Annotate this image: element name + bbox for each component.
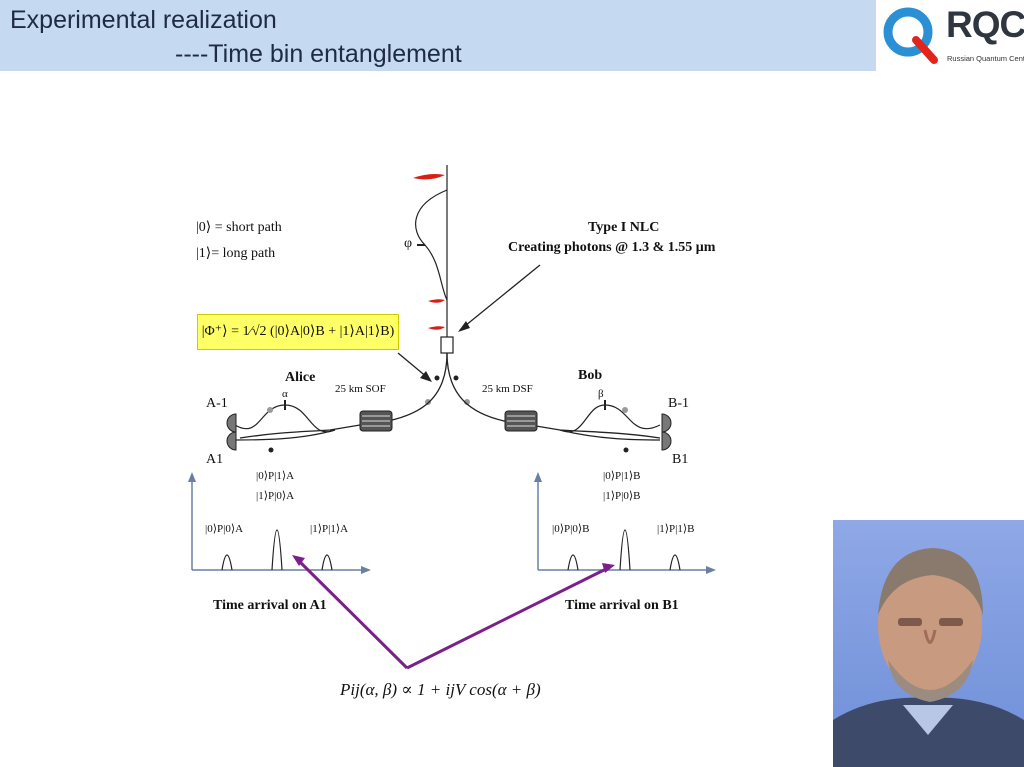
nlc-crystal xyxy=(440,336,454,354)
bob-peak-right-label: |1⟩P|1⟩B xyxy=(657,523,695,535)
basis-long-label: |1⟩= long path xyxy=(196,246,276,261)
alice-peak-center xyxy=(271,529,283,571)
alice-peak-center-bottom-label: |1⟩P|0⟩A xyxy=(256,490,295,502)
portrait-photo xyxy=(833,520,1024,767)
coincidence-formula: Pij(α, β) ∝ 1 + ijV cos(α + β) xyxy=(340,680,541,699)
state-arrow xyxy=(397,352,429,379)
detector-b-plus-label: B1 xyxy=(672,452,689,467)
source-arrow xyxy=(459,264,541,331)
beta-label: β xyxy=(598,388,604,400)
basis-short-label: |0⟩ = short path xyxy=(196,220,282,235)
rqc-logo-icon xyxy=(883,7,938,64)
alice-label: Alice xyxy=(285,370,316,385)
detector-a-plus-label: A1 xyxy=(206,452,224,467)
alpha-label: α xyxy=(282,388,288,400)
pump-phase-label: φ xyxy=(404,236,413,251)
bob-detector-minus xyxy=(661,413,672,433)
bob-fiber-label: 25 km DSF xyxy=(482,383,533,395)
alice-fiber-label: 25 km SOF xyxy=(335,383,386,395)
alice-peak-left-label: |0⟩P|0⟩A xyxy=(205,523,244,535)
alice-fiber xyxy=(239,352,448,439)
source-description: Creating photons @ 1.3 & 1.55 μm xyxy=(508,240,716,255)
pump-pulse xyxy=(428,326,445,330)
detector-a-minus-label: A-1 xyxy=(206,396,228,411)
logo-wordmark: RQC xyxy=(946,4,1024,45)
alice-detector-minus xyxy=(226,413,237,433)
bob-peak-left-label: |0⟩P|0⟩B xyxy=(552,523,590,535)
slide-subtitle: ----Time bin entanglement xyxy=(175,40,462,68)
bob-interferometer xyxy=(559,404,661,433)
detector-b-minus-label: B-1 xyxy=(668,396,689,411)
rqc-logo: RQC Russian Quantum Center xyxy=(880,2,1024,68)
alice-detector-plus xyxy=(226,431,237,451)
bob-axis-label: Time arrival on B1 xyxy=(565,598,679,613)
alice-peak-left xyxy=(221,554,233,571)
alice-correlation-arrow xyxy=(296,558,409,670)
source-title: Type I NLC xyxy=(588,220,660,235)
alice-peak-center-top-label: |0⟩P|1⟩A xyxy=(256,470,295,482)
bob-correlation-arrow xyxy=(406,566,609,670)
bob-detector-plus xyxy=(661,431,672,451)
slide-title: Experimental realization xyxy=(10,6,277,34)
bob-peak-left xyxy=(567,554,579,571)
bell-state-box: |Φ⁺⟩ = 1⁄√2 (|0⟩A|0⟩B + |1⟩A|1⟩B) xyxy=(197,314,399,350)
bob-peak-right xyxy=(669,554,681,571)
bob-label: Bob xyxy=(578,368,603,383)
title-bar: Experimental realization ----Time bin en… xyxy=(0,0,876,71)
alice-axis-label: Time arrival on A1 xyxy=(213,598,327,613)
alice-peak-right xyxy=(321,554,333,571)
portrait-image xyxy=(833,520,1024,767)
pump-pulse xyxy=(413,174,445,180)
alice-peak-right-label: |1⟩P|1⟩A xyxy=(310,523,349,535)
bob-peak-center-top-label: |0⟩P|1⟩B xyxy=(603,470,641,482)
bob-peak-center xyxy=(619,529,631,571)
pump-pulse xyxy=(428,299,445,303)
logo-subtitle: Russian Quantum Center xyxy=(947,54,1024,63)
bob-peak-center-bottom-label: |1⟩P|0⟩B xyxy=(603,490,641,502)
bob-fiber xyxy=(446,352,661,439)
